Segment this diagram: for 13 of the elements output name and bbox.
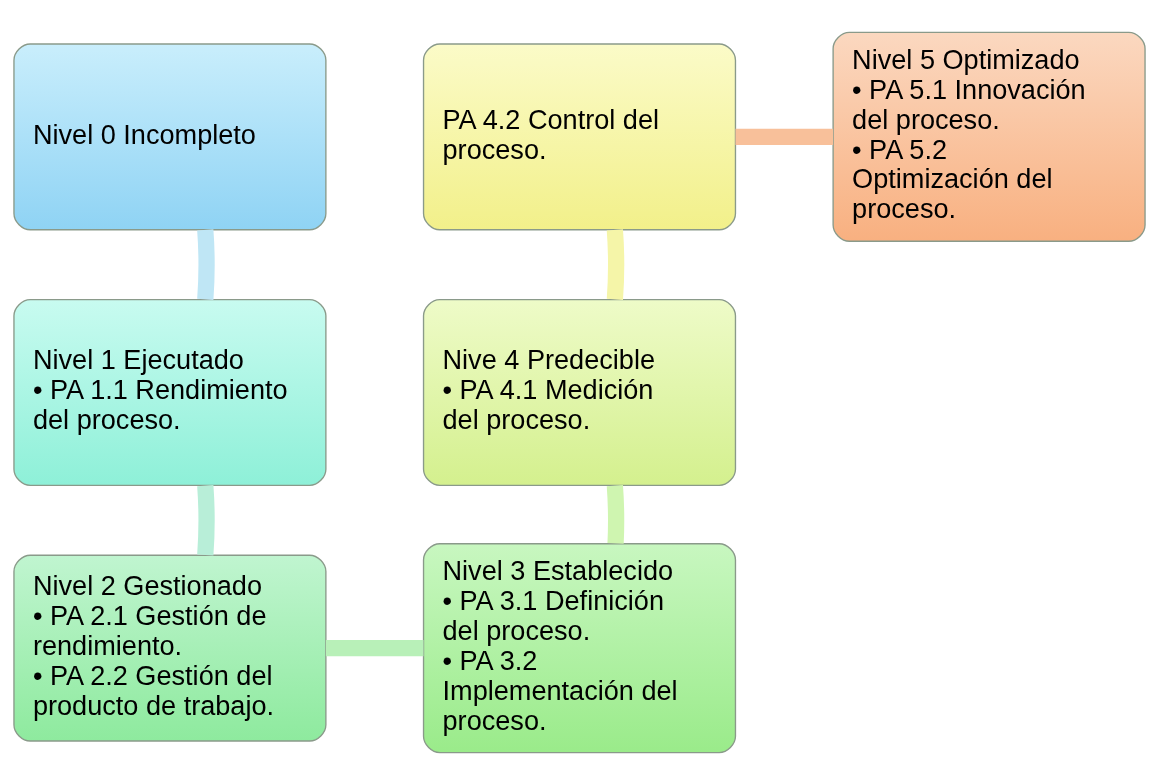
node-box: Nivel 2 Gestionado • PA 2.1 Gestión de rendimiento. • PA 2.2 Gestión del producto de trabajo. [13,554,327,742]
node-box: Nivel 3 Establecido • PA 3.1 Definición del proceso. • PA 3.2 Implementación del proceso. [422,542,737,753]
node-box: Nivel 5 Optimizado • PA 5.1 Innovación del proceso. • PA 5.2 Optimización del proceso. [832,31,1146,242]
connector [606,228,625,300]
connector [735,128,834,145]
node-box: Nivel 1 Ejecutado • PA 1.1 Rendimiento del proceso. [13,298,327,486]
connector [197,484,215,556]
connector [197,228,215,300]
node-box: PA 4.2 Control del proceso. [422,42,737,230]
connector [325,639,424,656]
node-box: Nive 4 Predecible • PA 4.1 Medición del proceso. [422,298,737,486]
node-box: Nivel 0 Incompleto [13,42,327,230]
connector [606,484,625,544]
